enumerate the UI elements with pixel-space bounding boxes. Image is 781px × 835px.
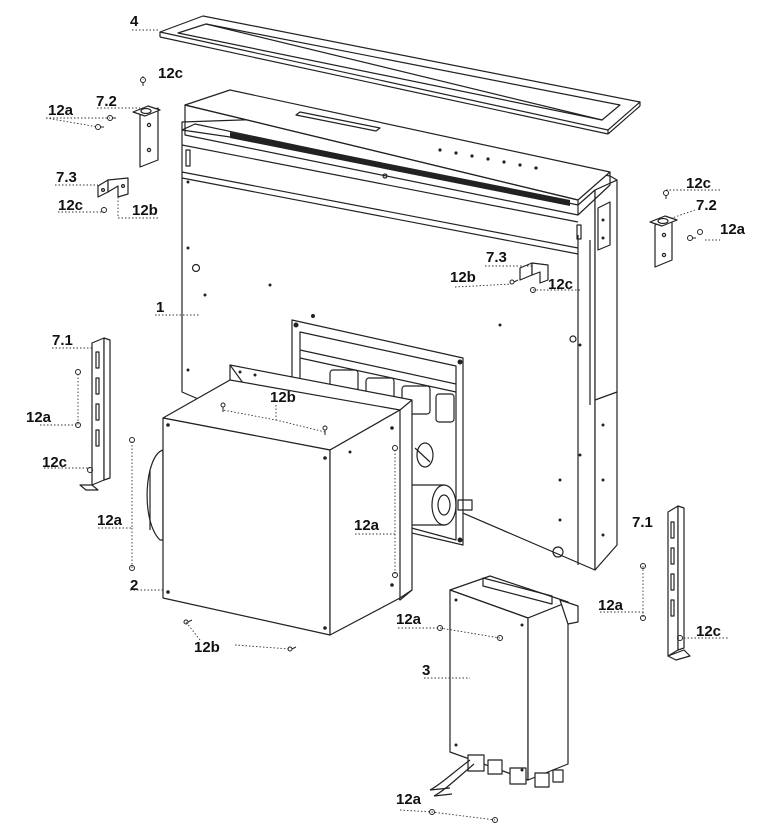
callout-12a-left: 12a — [26, 409, 52, 426]
callout-3: 3 — [422, 662, 431, 679]
callout-12c-right: 12c — [686, 175, 712, 192]
callout-12c-top: 12c — [158, 65, 184, 82]
callout-4: 4 — [130, 13, 139, 30]
callout-12c-middle: 12c — [548, 276, 574, 293]
rail-7-1-left — [79, 337, 111, 491]
bracket-7-2-right — [649, 215, 678, 268]
control-box — [429, 575, 579, 797]
bracket-7-3-left — [97, 177, 129, 198]
callout-12a-bottom: 12a — [396, 791, 422, 808]
callout-12a-right-rail: 12a — [598, 597, 624, 614]
callout-12c-bottom-left: 12c — [42, 454, 68, 471]
callout-12b-fan-box: 12b — [270, 389, 296, 406]
fan-box — [146, 364, 413, 636]
bracket-7-2-left — [132, 105, 161, 168]
leader-lines — [40, 29, 728, 821]
callout-12b-left: 12b — [132, 202, 158, 219]
callout-7-3-middle: 7.3 — [486, 249, 507, 266]
callout-7-2-left: 7.2 — [96, 93, 117, 110]
main-housing — [181, 89, 618, 571]
callout-7-2-right: 7.2 — [696, 197, 717, 214]
callout-12b-middle: 12b — [450, 269, 476, 286]
callout-12c-left: 12c — [58, 197, 84, 214]
callout-7-3-left: 7.3 — [56, 169, 77, 186]
callout-12a-right: 12a — [720, 221, 746, 238]
callout-12c-right-rail: 12c — [696, 623, 722, 640]
callout-12a-top-left: 12a — [48, 102, 74, 119]
top-cover-frame — [159, 15, 641, 135]
callout-7-1-right: 7.1 — [632, 514, 653, 531]
callout-12a-control-box: 12a — [396, 611, 422, 628]
callout-12a-fan-box-right: 12a — [354, 517, 380, 534]
bracket-7-3-right — [519, 262, 549, 284]
callout-7-1-left: 7.1 — [52, 332, 73, 349]
callout-2: 2 — [130, 577, 139, 594]
callout-12b-bottom: 12b — [194, 639, 220, 656]
rail-7-1-right — [667, 505, 691, 661]
callout-1: 1 — [156, 299, 165, 316]
callout-12a-fan-box-left: 12a — [97, 512, 123, 529]
